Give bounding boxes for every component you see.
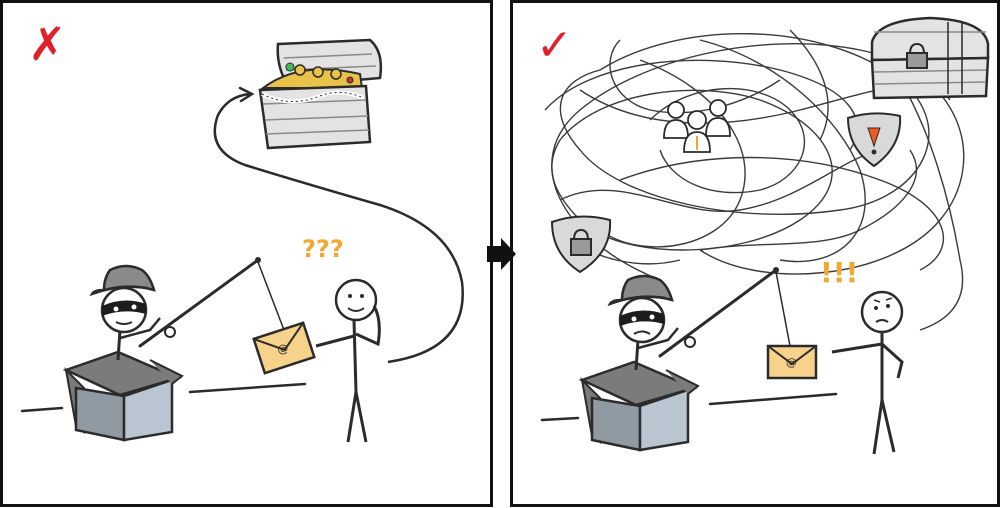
fishing-rod-icon <box>138 257 285 348</box>
ground-line <box>20 406 64 413</box>
right-panel: ✓ <box>536 16 990 455</box>
cardboard-box-icon <box>578 360 700 452</box>
envelope-at-symbol: @ <box>275 341 289 357</box>
confusion-text: ??? <box>302 235 344 263</box>
people-group-icon <box>663 99 731 153</box>
padlock-icon <box>570 228 592 256</box>
left-panel: ✗ ??? <box>20 17 464 443</box>
arrowhead-icon <box>238 86 255 103</box>
envelope-icon: @ <box>766 344 818 380</box>
envelope-icon: @ <box>252 321 316 375</box>
fishing-rod-icon <box>658 267 791 358</box>
treasure-chest-icon <box>258 38 383 150</box>
right-arrow-icon <box>487 238 516 270</box>
tangled-scribble <box>544 29 965 331</box>
cross-mark-icon: ✗ <box>28 17 67 71</box>
shield-icon <box>550 215 612 274</box>
alert-text: !!! <box>820 256 858 289</box>
ground-line <box>188 382 307 394</box>
ground-line <box>708 392 838 406</box>
check-mark-icon: ✓ <box>536 20 573 71</box>
path-curve <box>213 92 464 364</box>
victim-figure <box>831 290 904 455</box>
padlock-icon <box>906 42 928 69</box>
cardboard-box-icon <box>62 350 184 442</box>
hacker-figure <box>607 274 679 371</box>
ground-line <box>540 416 580 422</box>
shield-icon <box>846 112 902 168</box>
victim-figure <box>315 278 381 443</box>
envelope-at-symbol: @ <box>786 356 797 369</box>
treasure-chest-icon <box>870 16 990 100</box>
hacker-figure <box>89 264 161 361</box>
